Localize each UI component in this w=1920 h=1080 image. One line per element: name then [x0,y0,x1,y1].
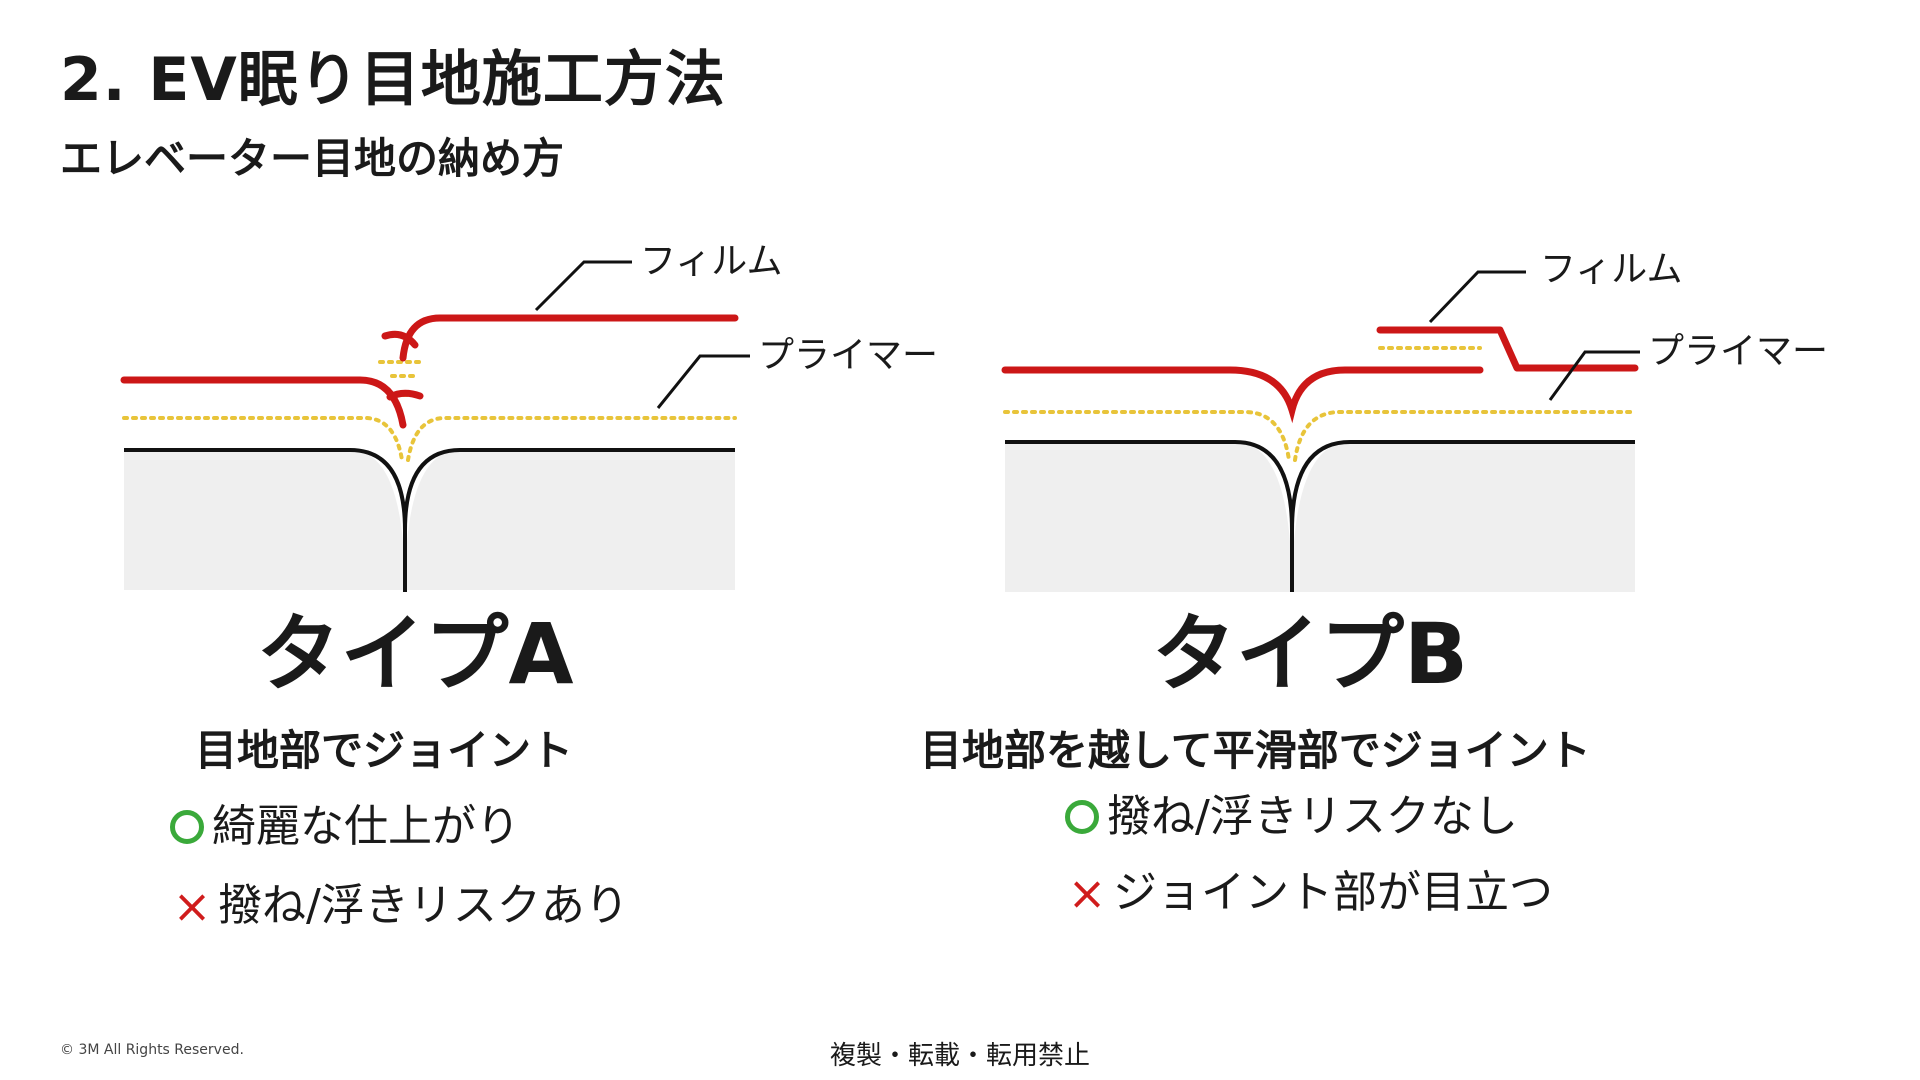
type-a-pro-text: 綺麗な仕上がり [212,801,520,852]
type-a-film-right [381,314,739,362]
type-b-primer-leader [1548,350,1640,401]
type-b-pro: 撥ね/浮きリスクなし [1065,795,1518,839]
type-a-con-text: 撥ね/浮きリスクあり [218,880,629,931]
circle-icon [170,810,204,844]
type-a-title: タイプA [256,605,574,703]
type-b-primer [1003,410,1637,462]
type-a-con: × 撥ね/浮きリスクあり [170,883,629,929]
page-subtitle: エレベーター目地の納め方 [60,134,565,183]
type-b-diagram [1001,270,1640,592]
type-b-substrate-outline [1005,440,1635,592]
type-b-substrate [1005,442,1635,592]
type-a-substrate-outline [124,448,735,592]
cross-icon: × [172,879,212,933]
type-b-film-label: フィルム [1540,249,1683,290]
type-b-con-text: ジョイント部が目立つ [1113,867,1553,918]
cross-icon: × [1067,866,1107,920]
type-b-film-leader [1428,270,1526,324]
type-a-primer-label: プライマー [758,335,939,376]
type-b-film-lower [1001,366,1484,424]
type-a-description: 目地部でジョイント [195,726,574,775]
type-b-con: × ジョイント部が目立つ [1065,870,1553,916]
type-a-diagram [120,260,750,592]
type-a-film-left [120,376,424,429]
type-b-pro-text: 撥ね/浮きリスクなし [1107,791,1518,842]
copyright: © 3M All Rights Reserved. [60,1042,244,1058]
type-a-primer-leader [656,354,750,409]
type-a-film-leader [534,260,632,312]
type-a-film-label: フィルム [640,241,783,282]
type-a-primer [122,416,737,462]
type-a-substrate [124,450,735,590]
page-title: 2. EV眠り目地施工方法 [60,45,726,115]
copy-notice: 複製・転載・転用禁止 [829,1041,1090,1071]
type-b-title: タイプB [1151,605,1469,703]
type-b-film-upper [1376,326,1639,372]
circle-icon [1065,800,1099,834]
type-b-primer-label: プライマー [1648,331,1829,372]
type-a-pro: 綺麗な仕上がり [170,805,520,849]
type-b-description: 目地部を越して平滑部でジョイント [920,726,1591,775]
